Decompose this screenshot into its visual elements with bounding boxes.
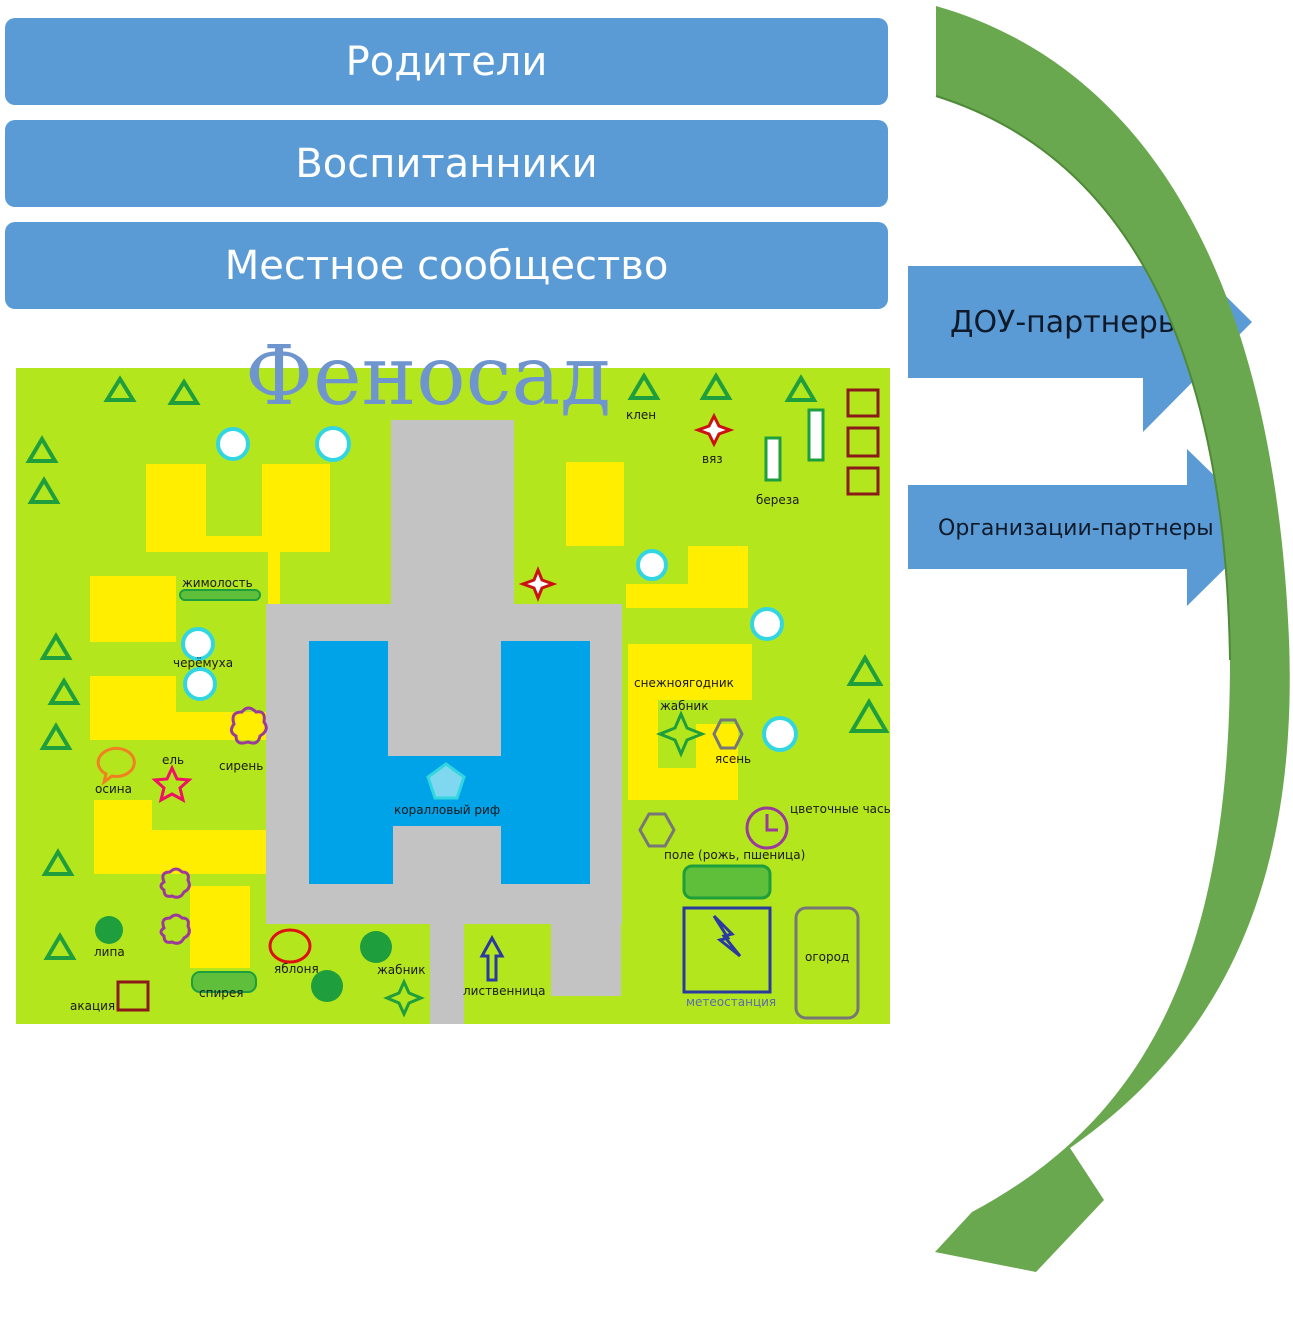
vyaz-star-icon: [693, 412, 735, 448]
siren-cloud-icons: [159, 706, 268, 945]
label-ogorod: огород: [805, 950, 849, 964]
label-spireya: спирея: [199, 986, 243, 1000]
label-korallovy-rif: коралловый риф: [394, 803, 500, 817]
green-tree-icons: [95, 916, 392, 1002]
field-icon: [682, 864, 772, 900]
label-cheremukha: черёмуха: [173, 656, 233, 670]
label-bereza: береза: [756, 493, 800, 507]
label-lipa: липа: [94, 945, 125, 959]
label-tsvetochnye-chasy: цветочные часы: [790, 802, 890, 816]
ogorod-box: [794, 906, 860, 1020]
spireya-shrub-icon: [191, 971, 257, 993]
group-local-community: Местное сообщество: [5, 222, 888, 309]
label-yasen: ясень: [715, 752, 751, 766]
organizations-partners-arrow: [908, 449, 1267, 606]
el-star-icon: [151, 764, 193, 803]
garden-plan: клен вяз береза жимолость черёмуха ель с…: [16, 368, 890, 1024]
flower-clock-icon: [745, 806, 789, 850]
yasen-hexagon-icon: [712, 718, 744, 750]
label-vyaz: вяз: [702, 452, 723, 466]
dou-partners-label: ДОУ-партнеры: [950, 305, 1182, 340]
bereza-icons: [764, 408, 825, 482]
label-akatsiya: акация: [70, 999, 115, 1013]
triangle-tree-icons: [25, 372, 890, 960]
label-listvennitsa: лиственница: [463, 984, 546, 998]
label-siren: сирень: [219, 759, 263, 773]
zhimolost-shrub-icon: [179, 589, 261, 601]
label-meteostantsiya: метеостанция: [686, 995, 776, 1009]
meteostantsiya-box: [682, 906, 772, 994]
label-zhimolost: жимолость: [182, 576, 253, 590]
label-el: ель: [162, 753, 184, 767]
label-snezhnoyagodnik: снежноягодник: [634, 676, 734, 690]
coral-reef-icon: [426, 762, 466, 800]
zhabnik-bottom-star-icon: [383, 978, 425, 1018]
red-star-icon: [518, 565, 558, 603]
listvennitsa-arrow-icon: [479, 934, 505, 982]
lightning-icon: [712, 914, 742, 958]
organizations-partners-label: Организации-партнеры: [938, 516, 1214, 541]
yablonya-icon: [268, 928, 312, 964]
label-zhabnik-right: жабник: [660, 699, 708, 713]
zhabnik-right-star-icon: [655, 710, 707, 758]
pool: [309, 641, 590, 884]
white-circle-icons: [181, 426, 798, 752]
osina-bubble-icon: [96, 746, 136, 786]
label-pole: поле (рожь, пшеница): [664, 848, 805, 862]
label-zhabnik-bottom: жабник: [377, 963, 425, 977]
label-klen: клен: [626, 408, 656, 422]
label-osina: осина: [95, 782, 132, 796]
plan-title: Феносад: [245, 329, 611, 424]
group-pupils: Воспитанники: [5, 120, 888, 207]
group-parents: Родители: [5, 18, 888, 105]
square-icons: [116, 388, 880, 1012]
field-hexagon-icon: [638, 812, 676, 848]
label-yablonya: яблоня: [274, 962, 319, 976]
